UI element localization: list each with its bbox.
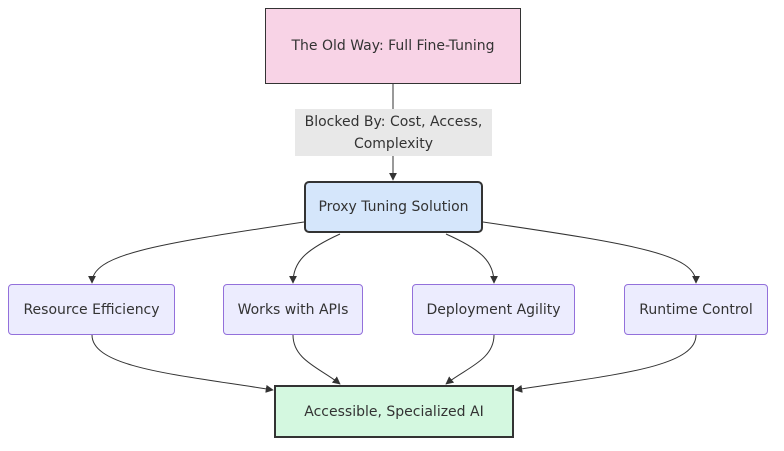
node-runtime-control-label: Runtime Control xyxy=(639,301,753,318)
edge-apis-to-accessible xyxy=(292,334,341,385)
node-old-way: The Old Way: Full Fine-Tuning xyxy=(265,8,521,84)
edge-proxy-to-apis xyxy=(289,233,341,284)
node-resource-efficiency: Resource Efficiency xyxy=(8,284,175,335)
node-works-with-apis: Works with APIs xyxy=(223,284,363,335)
edge-label-blocked-by: Blocked By: Cost, Access, Complexity xyxy=(295,109,492,156)
node-proxy-tuning-solution: Proxy Tuning Solution xyxy=(304,181,483,233)
node-accessible-specialized-ai-label: Accessible, Specialized AI xyxy=(304,403,484,420)
node-old-way-label: The Old Way: Full Fine-Tuning xyxy=(291,38,495,54)
edge-proxy-to-resource xyxy=(88,221,305,284)
edge-proxy-to-deployment xyxy=(445,233,498,284)
node-proxy-tuning-solution-label: Proxy Tuning Solution xyxy=(318,199,469,215)
node-deployment-agility: Deployment Agility xyxy=(412,284,575,335)
node-resource-efficiency-label: Resource Efficiency xyxy=(23,301,160,318)
edge-proxy-to-runtime xyxy=(482,221,700,284)
edge-label-blocked-by-text: Blocked By: Cost, Access, Complexity xyxy=(304,113,483,152)
edge-runtime-to-accessible xyxy=(514,334,697,393)
node-accessible-specialized-ai: Accessible, Specialized AI xyxy=(274,385,514,438)
node-works-with-apis-label: Works with APIs xyxy=(237,301,349,318)
edge-resource-to-accessible xyxy=(91,334,274,393)
node-deployment-agility-label: Deployment Agility xyxy=(426,301,561,318)
node-runtime-control: Runtime Control xyxy=(624,284,768,335)
edge-deployment-to-accessible xyxy=(445,334,495,385)
